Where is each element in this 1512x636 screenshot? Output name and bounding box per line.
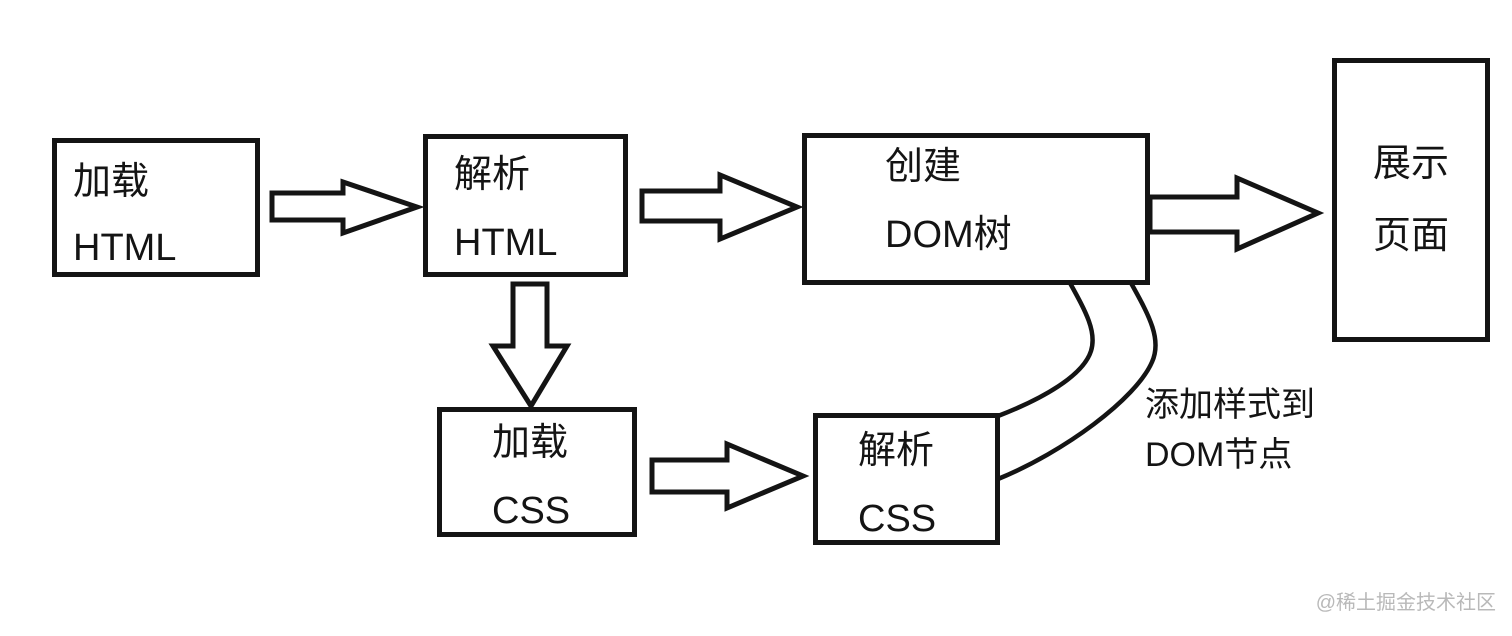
node-create-dom-tree-line2: DOM树 — [885, 214, 1012, 256]
annotation-line2: DOM节点 — [1145, 436, 1293, 474]
right-arrow-icon-load-html-to-parse-html — [269, 178, 425, 237]
node-load-css: 加载 CSS — [437, 407, 637, 537]
node-create-dom-tree-line1: 创建 — [885, 146, 962, 188]
node-parse-css: 解析 CSS — [813, 413, 1000, 545]
node-display-page: 展示 页面 — [1332, 58, 1490, 342]
node-parse-html-line1: 解析 — [454, 153, 531, 196]
right-arrow-icon-load-css-to-parse-css — [649, 440, 810, 512]
node-load-css-line2: CSS — [492, 490, 571, 532]
down-arrow-icon-parse-html-to-load-css — [488, 281, 572, 411]
watermark: @稀土掘金技术社区 — [1315, 592, 1496, 614]
node-load-css-line1: 加载 — [492, 422, 569, 464]
curved-band-right-edge — [997, 281, 1158, 482]
right-arrow-icon-create-dom-to-display-page — [1147, 174, 1325, 253]
node-display-page-line2: 页面 — [1372, 215, 1449, 257]
node-load-html-line2: HTML — [73, 226, 177, 269]
node-parse-css-line2: CSS — [858, 498, 937, 540]
node-create-dom-tree: 创建 DOM树 — [802, 133, 1150, 285]
right-arrow-icon-parse-html-to-create-dom — [639, 171, 804, 243]
node-load-html: 加载 HTML — [52, 138, 260, 277]
curved-band-left-edge — [997, 281, 1095, 419]
node-parse-html: 解析 HTML — [423, 134, 628, 277]
node-parse-html-line2: HTML — [454, 221, 558, 264]
node-load-html-line1: 加载 — [73, 160, 150, 203]
node-parse-css-line1: 解析 — [858, 430, 935, 472]
annotation-line1: 添加样式到 — [1145, 386, 1315, 424]
annotation-add-style-to-dom: 添加样式到 DOM节点 — [1145, 388, 1315, 472]
node-display-page-line1: 展示 — [1372, 143, 1449, 185]
